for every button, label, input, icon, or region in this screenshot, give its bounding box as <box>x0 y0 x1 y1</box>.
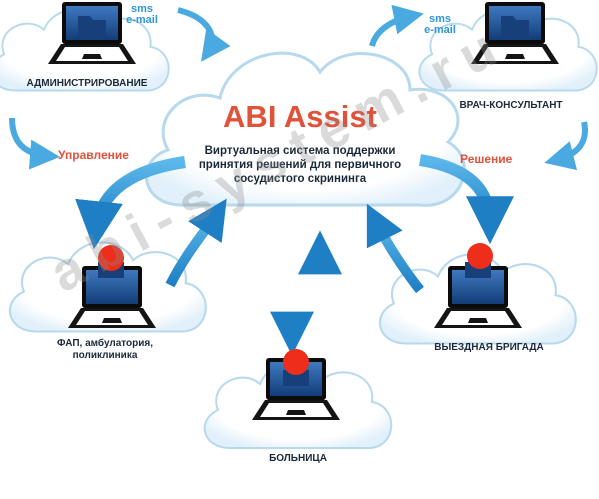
notify-right-sms: sms <box>428 13 452 25</box>
status-dot-icon <box>467 243 493 269</box>
folder-icon <box>501 16 529 38</box>
node-label-brigade: ВЫЕЗДНАЯ БРИГАДА <box>434 342 544 353</box>
system-subtitle: Виртуальная система поддержки принятия р… <box>198 145 402 185</box>
arrow-to-fap <box>75 156 186 250</box>
flow-label-right: Решение <box>460 152 513 166</box>
node-label-admin: АДМИНИСТРИРОВАНИЕ <box>26 78 148 89</box>
arrow-flow-right <box>544 121 588 171</box>
central-cloud <box>144 51 466 207</box>
notify-right: sms e-mail <box>418 14 462 36</box>
node-label-consultant: ВРАЧ-КОНСУЛЬТАНТ <box>459 100 563 111</box>
arrow-brigade-to-center <box>366 203 424 294</box>
status-dot-icon <box>98 245 124 271</box>
folder-icon <box>78 16 106 38</box>
system-title: ABI Assist <box>223 99 377 134</box>
document-icon <box>283 370 309 386</box>
notify-right-email: e-mail <box>424 24 456 36</box>
notify-left-email: e-mail <box>126 14 158 26</box>
arrow-fap-to-center <box>165 198 227 288</box>
node-label-hospital: БОЛЬНИЦА <box>269 453 327 464</box>
arrow-sms-right <box>369 4 424 47</box>
notify-left: sms e-mail <box>120 4 164 26</box>
node-label-fap: ФАП, амбулатория, поликлиника <box>56 338 154 361</box>
flow-label-left: Управление <box>58 148 129 162</box>
arrow-to-brigade <box>418 154 514 245</box>
arrow-sms-left <box>177 7 231 62</box>
arrow-flow-left <box>9 117 60 170</box>
status-dot-icon <box>283 349 309 375</box>
notify-left-sms: sms <box>130 3 154 15</box>
